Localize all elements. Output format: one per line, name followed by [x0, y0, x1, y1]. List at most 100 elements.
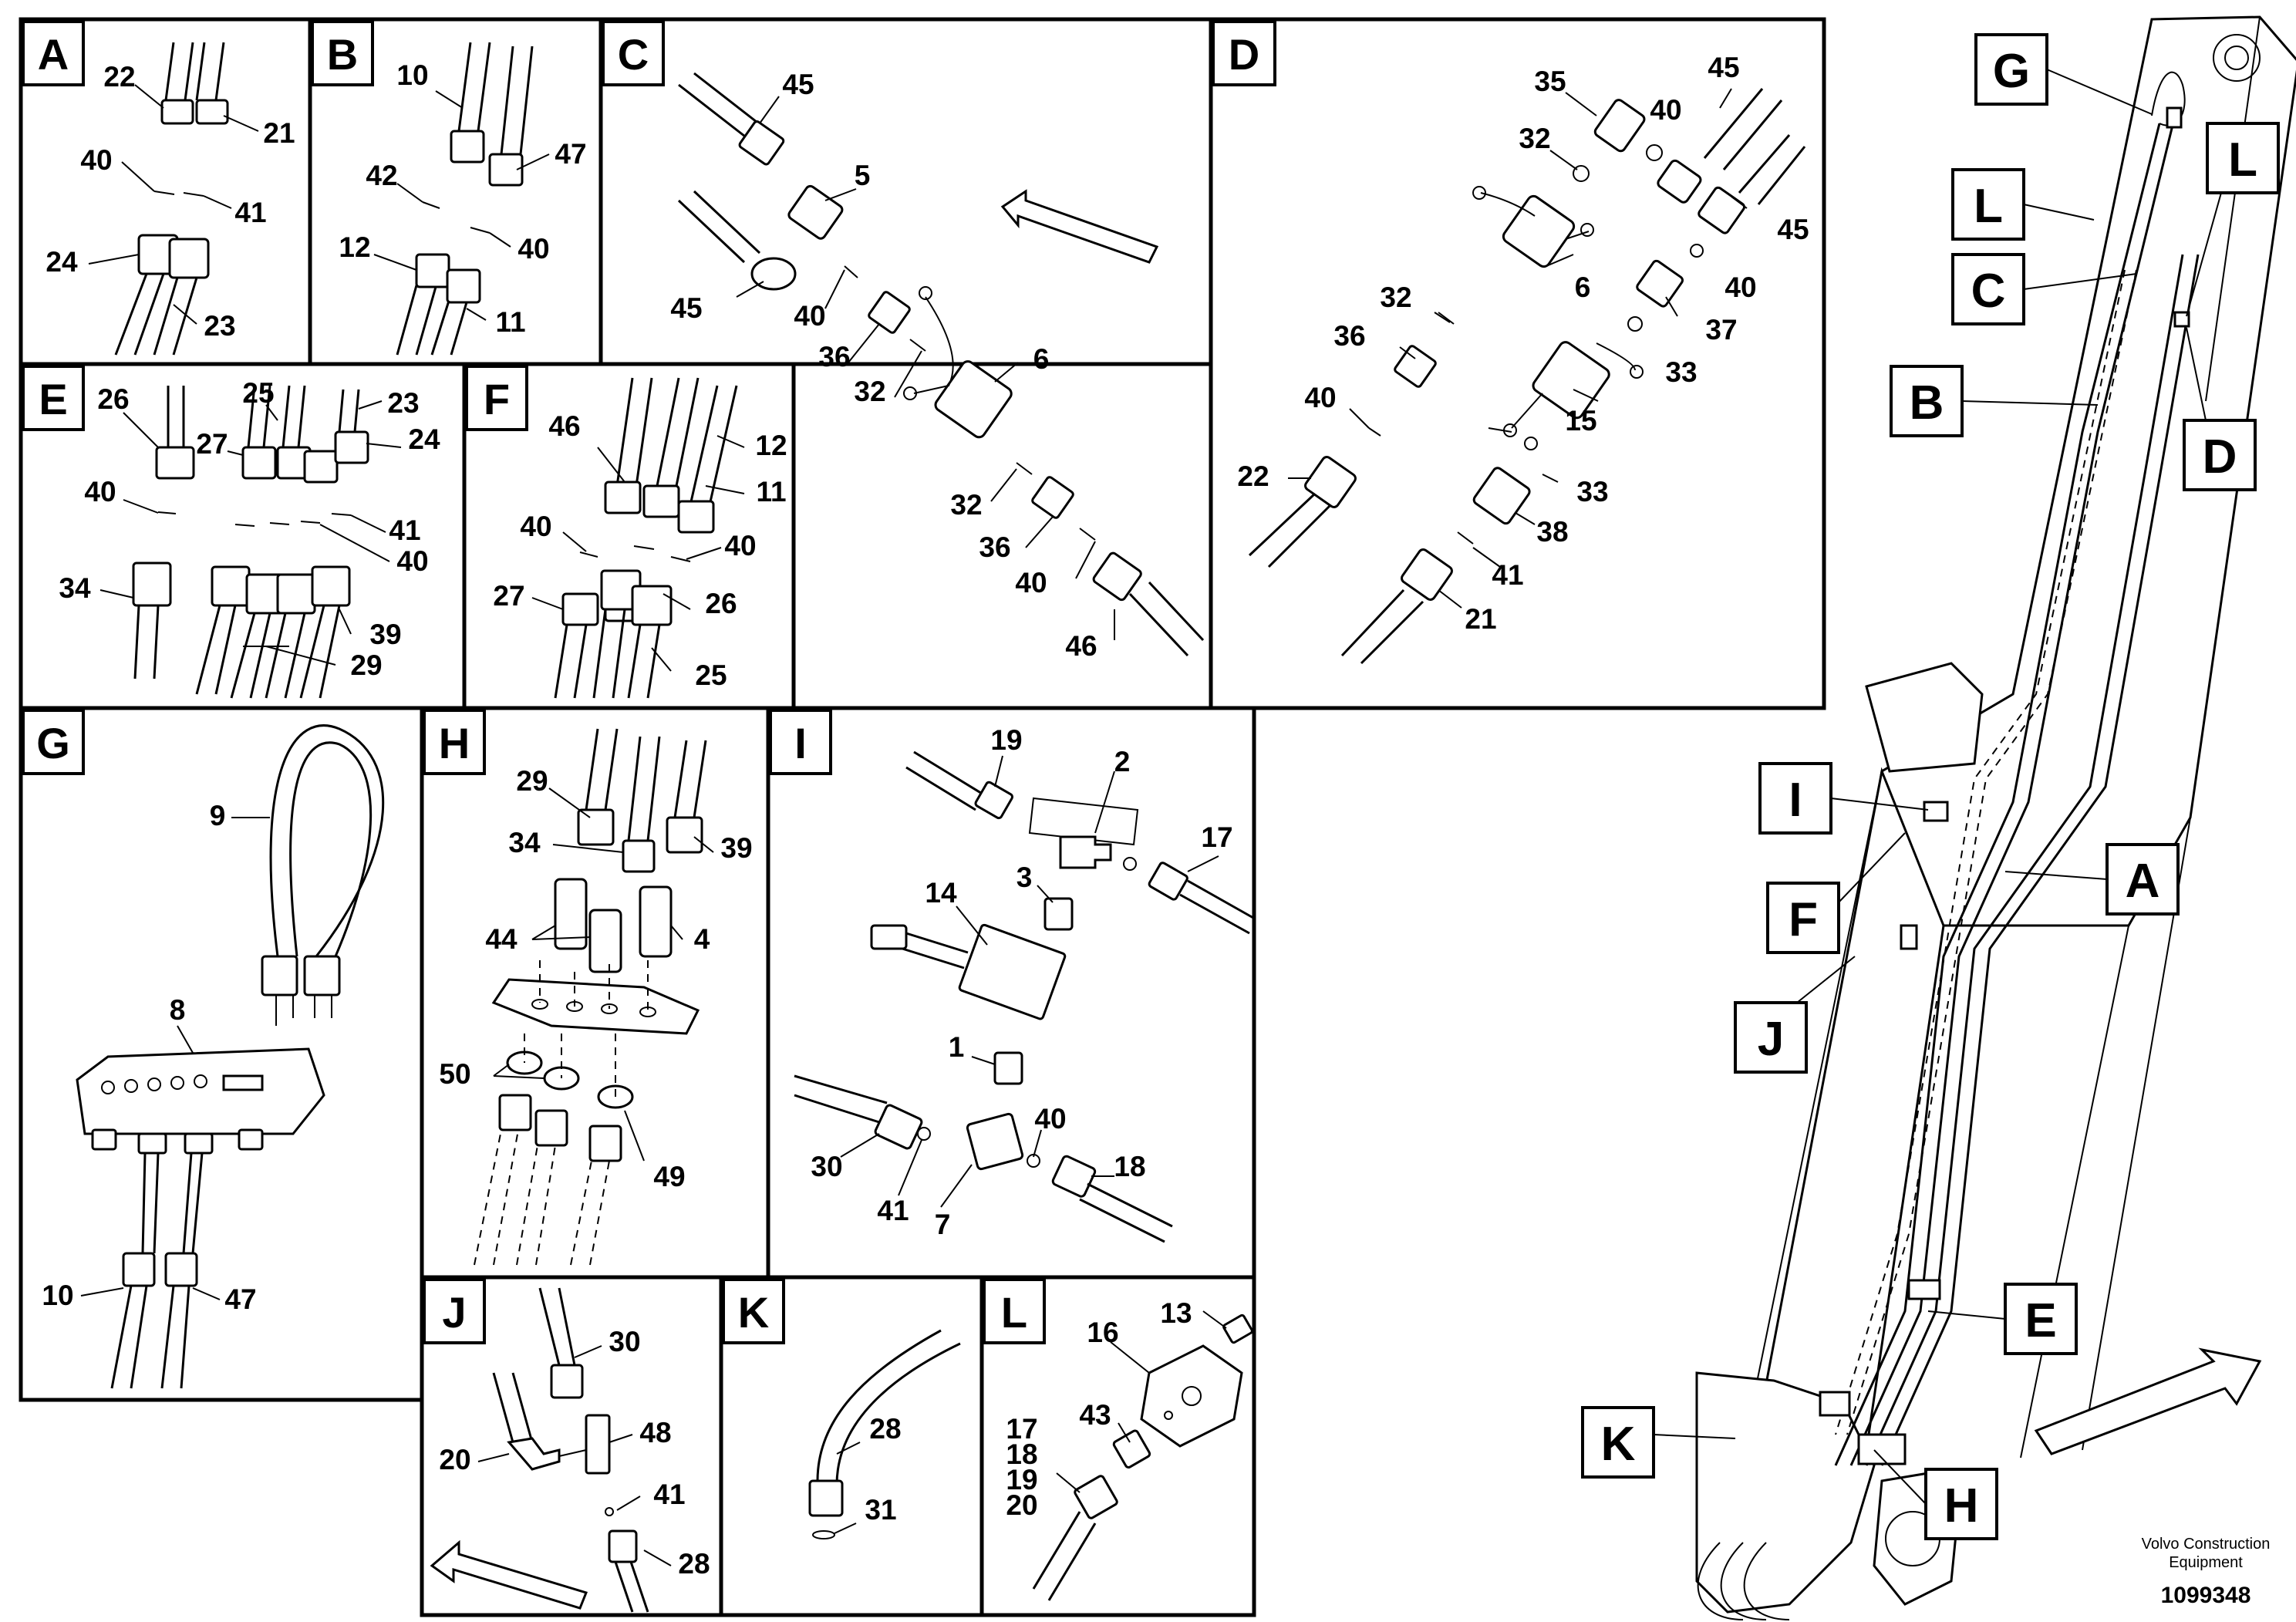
part-label: 45 — [1777, 214, 1809, 245]
part-label: 42 — [366, 160, 397, 191]
svg-text:C: C — [618, 30, 649, 79]
callout-f: F — [1766, 882, 1840, 954]
part-label: 19 — [1006, 1464, 1037, 1496]
part-label: 47 — [224, 1283, 256, 1315]
part-label: 13 — [1160, 1297, 1192, 1329]
svg-text:A: A — [2126, 855, 2160, 908]
part-label: 33 — [1576, 476, 1608, 508]
callout-l-left: L — [1951, 168, 2025, 241]
part-label: 44 — [485, 923, 518, 955]
part-label: 35 — [1534, 66, 1566, 97]
part-label: 41 — [1492, 559, 1523, 591]
part-label: 6 — [1033, 343, 1050, 375]
panel-k-tag: K — [722, 1278, 785, 1344]
part-label: 36 — [818, 341, 850, 373]
part-label: 41 — [653, 1479, 685, 1510]
part-label: 28 — [869, 1413, 901, 1445]
svg-text:K: K — [738, 1288, 769, 1337]
leader-j — [1796, 956, 1856, 1003]
leader-a — [2004, 871, 2108, 880]
part-label: 20 — [439, 1444, 470, 1475]
part-label: 30 — [609, 1326, 640, 1357]
part-label: 22 — [103, 61, 135, 93]
part-label: 40 — [1725, 271, 1756, 303]
leader-e — [1927, 1310, 2006, 1320]
svg-text:D: D — [2203, 430, 2237, 484]
panel-h-drawing — [474, 728, 714, 1266]
svg-text:J: J — [442, 1288, 466, 1337]
svg-text:F: F — [1789, 893, 1818, 946]
leader-l-left — [2023, 204, 2095, 221]
panel-a-tag: A — [22, 20, 85, 86]
part-label: 37 — [1705, 314, 1737, 346]
part-label: 4 — [694, 923, 710, 955]
part-label: 11 — [495, 306, 525, 338]
part-label: 20 — [1006, 1489, 1037, 1521]
svg-text:I: I — [794, 719, 807, 767]
part-label: 32 — [1519, 123, 1550, 154]
part-label: 40 — [84, 476, 116, 508]
part-label: 19 — [990, 724, 1022, 756]
document-id: 1099348 — [2161, 1583, 2251, 1608]
part-label: 27 — [196, 428, 228, 460]
part-label: 28 — [678, 1548, 710, 1580]
svg-text:J: J — [1758, 1013, 1784, 1066]
part-label: 11 — [756, 476, 786, 508]
part-label: 2 — [1114, 746, 1131, 777]
part-label: 34 — [59, 572, 91, 604]
leader-b — [1961, 400, 2099, 406]
part-label: 5 — [855, 160, 871, 191]
leader-k — [1653, 1434, 1736, 1439]
part-label: 26 — [705, 588, 737, 619]
part-label: 12 — [755, 430, 787, 461]
panel-b-drawing — [373, 42, 550, 356]
part-label: 39 — [369, 619, 401, 650]
callout-i: I — [1758, 762, 1832, 835]
part-label: 24 — [46, 246, 78, 278]
part-label: 40 — [1034, 1103, 1066, 1135]
callout-d: D — [2183, 419, 2257, 491]
leader-l-top-right — [2186, 192, 2222, 317]
part-label: 47 — [555, 138, 586, 170]
svg-text:H: H — [1944, 1479, 1979, 1533]
part-label: 39 — [720, 832, 752, 864]
part-label: 32 — [950, 489, 982, 521]
part-label: 50 — [439, 1058, 470, 1090]
panel-j-drawing — [430, 1287, 672, 1613]
part-label: 23 — [387, 387, 419, 419]
part-label: 1 — [949, 1031, 965, 1063]
panel-b-tag: B — [311, 20, 374, 86]
callout-b: B — [1890, 365, 1964, 437]
part-label: 40 — [1015, 567, 1047, 599]
part-label: 21 — [1465, 603, 1496, 635]
panel-i-drawing — [794, 750, 1254, 1243]
part-label: 24 — [408, 423, 440, 455]
svg-text:G: G — [1993, 45, 2030, 98]
panel-d-drawing — [1248, 88, 1806, 665]
part-label: 48 — [639, 1417, 671, 1448]
part-label: 40 — [794, 300, 825, 332]
svg-text:C: C — [1971, 265, 2006, 318]
part-label: 38 — [1536, 516, 1568, 548]
callout-j: J — [1734, 1001, 1808, 1074]
part-label: 10 — [42, 1280, 73, 1311]
credit-line-2: Equipment — [2169, 1554, 2243, 1571]
panel-e-frame — [19, 362, 467, 710]
part-label: 22 — [1237, 460, 1269, 492]
panel-d-tag: D — [1212, 20, 1276, 86]
svg-text:E: E — [39, 375, 67, 423]
svg-text:B: B — [327, 30, 358, 79]
part-label: 34 — [508, 827, 541, 858]
part-label: 33 — [1665, 356, 1697, 388]
leader-g — [2046, 69, 2153, 115]
panel-k-drawing — [808, 1329, 961, 1539]
part-label: 15 — [1565, 405, 1596, 437]
panel-g-tag: G — [22, 709, 85, 775]
part-label: 3 — [1017, 862, 1033, 893]
part-label: 36 — [1333, 320, 1365, 352]
leader-f — [1838, 832, 1906, 903]
part-label: 36 — [979, 531, 1010, 563]
part-label: 12 — [339, 231, 370, 263]
part-label: 40 — [80, 144, 112, 176]
